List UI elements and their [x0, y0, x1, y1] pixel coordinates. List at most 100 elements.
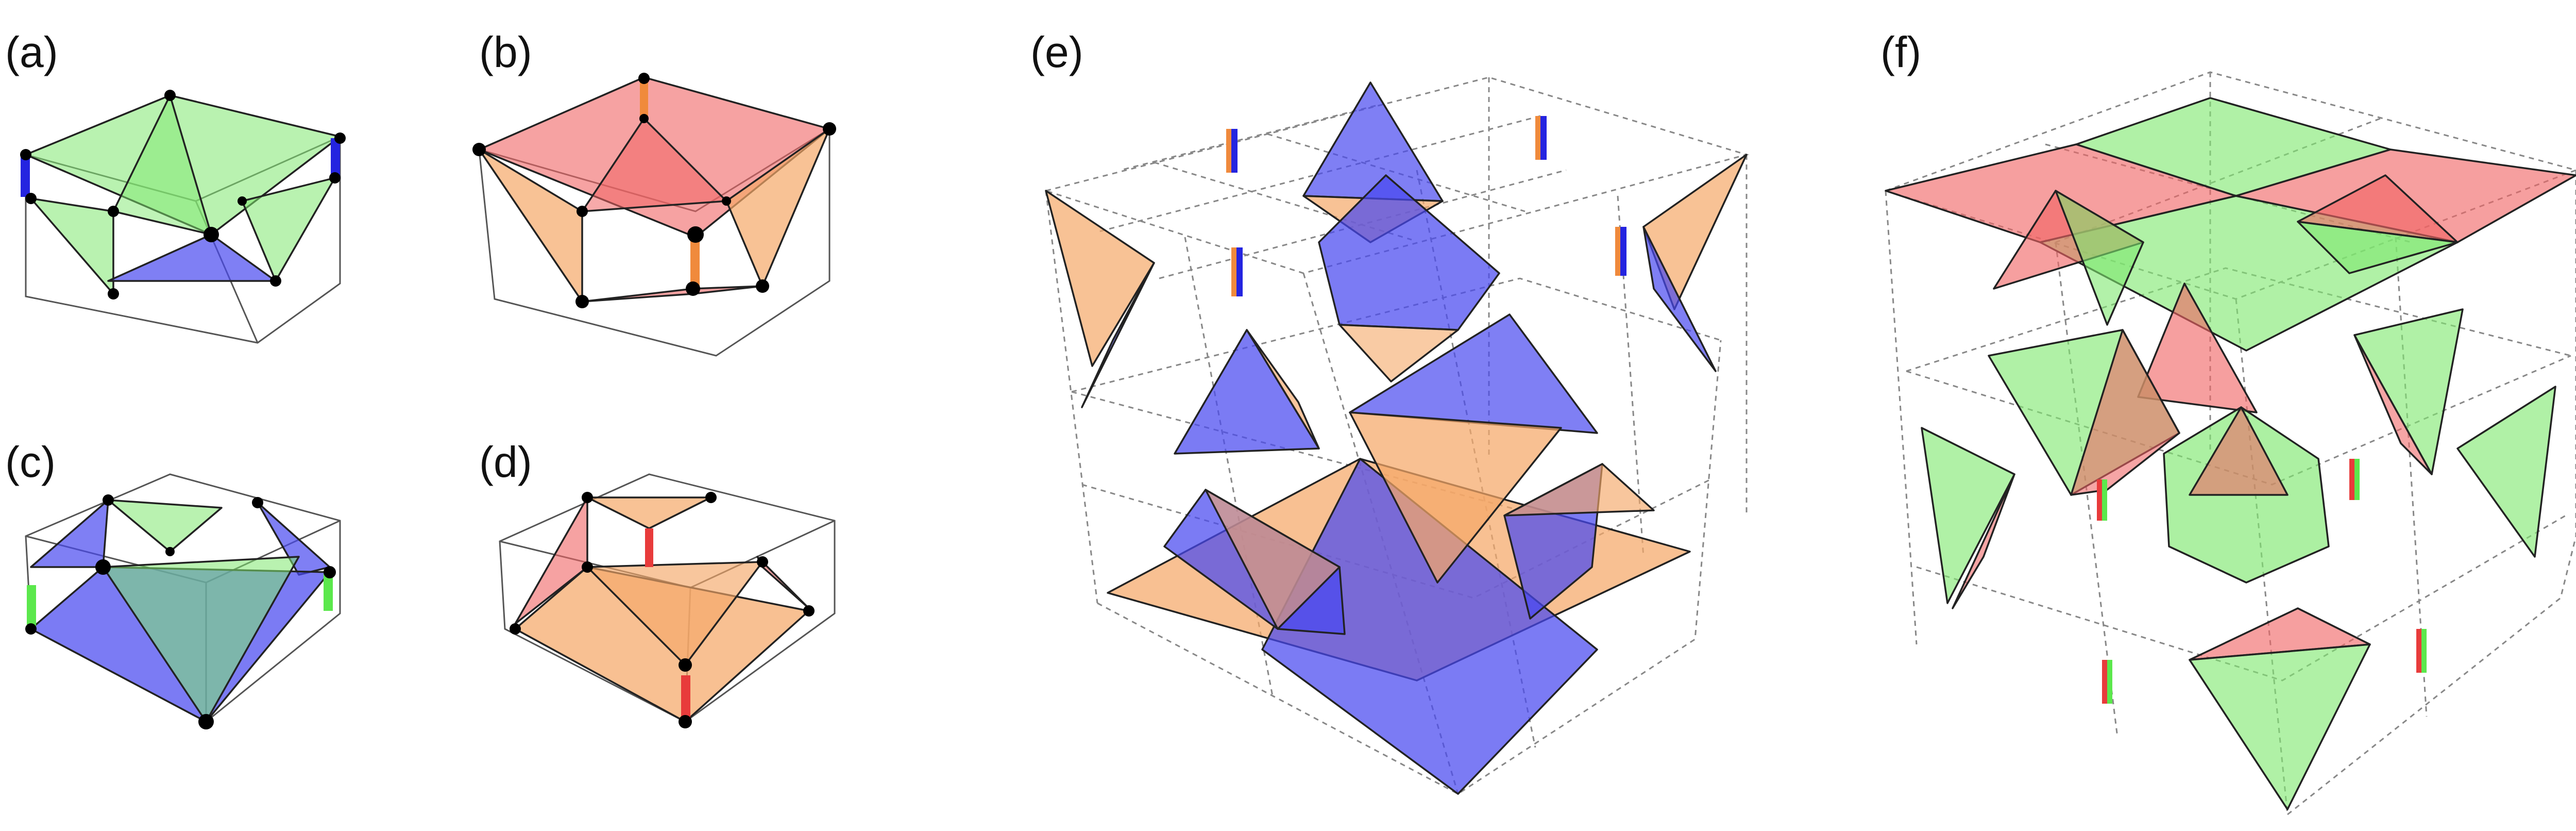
panel-e-center-inverted-orange — [1349, 411, 1562, 584]
panel-e-bar-4 — [1620, 227, 1626, 276]
panel-a-side-triangle-left — [30, 197, 114, 295]
panel-a-vertex — [270, 275, 281, 287]
panel-f-bottom-tetra-green — [2189, 643, 2371, 810]
panel-b-vertex — [687, 226, 704, 243]
panel-c-top-triangle — [107, 499, 223, 553]
panel-a-vertex — [238, 196, 247, 206]
panel-c-vertex — [25, 623, 37, 635]
panel-d-top-bar — [645, 528, 653, 567]
panel-a-vertex — [334, 132, 346, 144]
panel-f-bar-1b — [2102, 479, 2107, 521]
panel-label-f: (f) — [1880, 28, 1921, 76]
panel-c-vertex — [198, 714, 214, 729]
panel-e-left-tetra-blue — [1174, 329, 1320, 455]
panel-f-bar-4b — [2421, 629, 2427, 673]
panel-a-right-bar — [331, 138, 340, 180]
panel-f-right-wall-triangle-green — [2456, 386, 2556, 558]
panel-e-lower-left-tetra-orange — [1205, 489, 1341, 630]
panel-b-side-right — [725, 128, 831, 287]
panel-d-vertex — [705, 492, 717, 503]
panel-b-vertex — [823, 122, 836, 136]
panel-c-right-bar — [324, 572, 333, 611]
panel-b-vertex — [639, 114, 649, 123]
panel-b-vertex — [577, 206, 588, 217]
panel-a-vertex — [204, 227, 219, 242]
panel-b-vertex — [686, 281, 700, 296]
panel-e-left-tetra-orange — [1246, 329, 1320, 450]
panel-a-vertex — [25, 193, 37, 204]
panel-d-vertex — [510, 623, 521, 635]
panel-b-vertex — [722, 196, 731, 206]
panel-c-vertex — [103, 494, 114, 506]
panel-e-bar-2b — [1231, 247, 1236, 296]
panel-b-middle-bar — [690, 237, 700, 286]
panel-b-top-bar — [640, 80, 648, 120]
panel-a-top-pyramid — [112, 94, 212, 236]
panel-d-vertex — [582, 492, 593, 503]
panel-b-top-pyramid — [581, 118, 727, 212]
panel-f-left-wall-triangle-green — [1921, 427, 2015, 604]
panel-label-b: (b) — [479, 28, 532, 76]
panel-f-bar-4 — [2416, 629, 2421, 673]
panel-d-vertex — [679, 658, 692, 672]
panel-e-diagram — [1043, 76, 1750, 795]
panel-b-vertex — [575, 295, 589, 308]
panel-a-bottom-triangle — [107, 234, 277, 282]
panel-d-top-triangle — [586, 496, 712, 529]
panel-label-e: (e) — [1030, 28, 1083, 76]
panel-e-octahedron-orange — [1338, 324, 1459, 383]
panel-b-diagram — [472, 73, 836, 357]
panel-e-right-wall-triangle-blue — [1642, 226, 1717, 372]
panel-label-d: (d) — [479, 438, 532, 486]
panel-c-bottom-pyramid — [102, 556, 300, 723]
panel-d-side-left — [514, 496, 588, 625]
panel-d-vertex — [803, 605, 815, 617]
panel-b-vertex — [472, 143, 486, 156]
panel-f-bar-3 — [2102, 660, 2107, 704]
panel-d-bottom-bar — [681, 675, 690, 719]
panel-a-diagram — [20, 90, 346, 344]
panel-f-upper-right-tetra-green — [2297, 221, 2459, 274]
panel-a-left-bar — [21, 155, 30, 197]
panel-f-diagram — [1883, 71, 2576, 816]
panel-f-upper-left-tetra-green — [2055, 190, 2144, 326]
panel-c-vertex — [324, 566, 336, 578]
panel-b-vertex — [756, 279, 769, 293]
panel-c-vertex — [165, 547, 175, 556]
panel-f-right-tetra-red — [2353, 334, 2433, 475]
panel-e-left-wall-triangle-blue — [1081, 262, 1155, 408]
panel-f-middle-top-triangle — [2137, 282, 2258, 413]
panel-d-vertex — [679, 715, 692, 728]
panel-c-vertex — [252, 497, 263, 508]
panel-e-left-wall-triangle-orange — [1045, 190, 1155, 367]
panel-e-top-tetra-blue — [1302, 81, 1444, 202]
panel-f-bar-2b — [2354, 459, 2360, 500]
panel-a-side-triangle-right — [241, 177, 336, 282]
panel-a-vertex — [329, 172, 341, 184]
panel-f-bar-3b — [2107, 660, 2112, 704]
panel-e-bar-4b — [1615, 227, 1620, 276]
panel-d-vertex — [757, 556, 768, 568]
panel-label-a: (a) — [5, 28, 58, 76]
panel-a-vertex — [108, 206, 119, 217]
panel-e-bar-3 — [1540, 116, 1547, 160]
panel-c-vertex — [95, 559, 111, 575]
panel-e-floor-blue-plane — [1261, 458, 1598, 795]
panel-c-left-bar — [27, 585, 36, 626]
panel-f-bar-1 — [2097, 479, 2102, 521]
panel-f-left-wall-triangle-red — [1952, 473, 2015, 609]
panel-b-vertex — [638, 73, 650, 84]
panel-e-lower-right-tetra-orange — [1503, 463, 1655, 517]
panel-d-bottom-pyramid — [586, 561, 764, 666]
panel-c-diagram — [25, 473, 341, 729]
panel-b-side-left — [478, 148, 583, 303]
panel-f-octahedron-red — [2189, 406, 2289, 496]
panel-d-diagram — [499, 473, 836, 728]
panel-c-side-left — [30, 499, 109, 568]
panel-d-vertex — [582, 561, 593, 573]
panel-a-vertex — [20, 149, 31, 160]
panel-e-bar-3b — [1535, 116, 1540, 160]
panel-e-bar-2 — [1236, 247, 1243, 296]
panel-f-bar-2 — [2349, 459, 2354, 500]
